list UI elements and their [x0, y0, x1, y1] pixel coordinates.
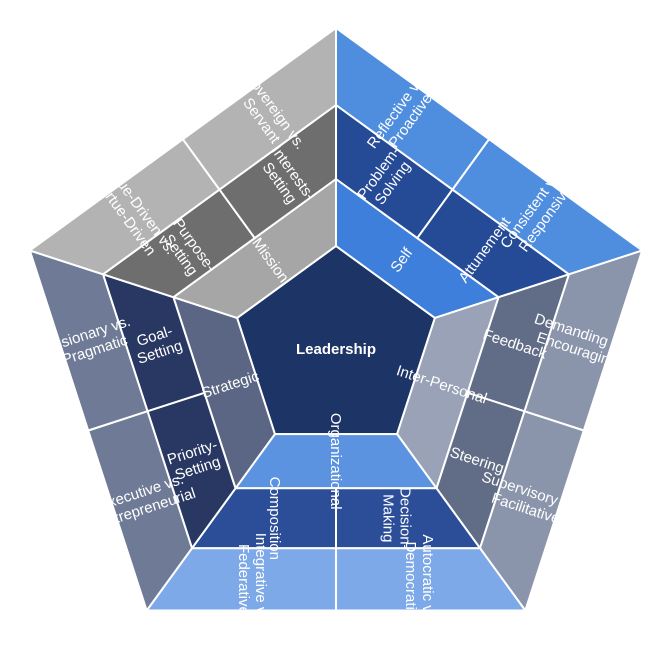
label-middle-organizational-1-line-2: Making [380, 494, 397, 542]
label-middle-organizational-2: Composition [266, 477, 283, 560]
label-inner-organizational: Organizational [327, 413, 344, 510]
label-middle-organizational-2-line-1: Composition [266, 477, 283, 560]
label-middle-organizational-1: Decision-Making [380, 487, 414, 550]
label-outer-organizational-1-line-1: Autocratic vs. [419, 534, 436, 624]
center-label: Leadership [296, 341, 376, 358]
label-inner-organizational-line-1: Organizational [327, 413, 344, 510]
label-outer-organizational-2-line-1: Integrative vs. [252, 533, 269, 626]
label-outer-organizational-1-line-2: Democratic [402, 541, 419, 617]
label-outer-organizational-2: Integrative vs.Federative [235, 533, 269, 626]
ring-outer-mission-2 [181, 27, 337, 191]
label-middle-organizational-1-line-1: Decision- [397, 487, 414, 550]
label-outer-organizational-2-line-2: Federative [235, 544, 252, 615]
label-outer-organizational-1: Autocratic vs.Democratic [402, 534, 436, 624]
